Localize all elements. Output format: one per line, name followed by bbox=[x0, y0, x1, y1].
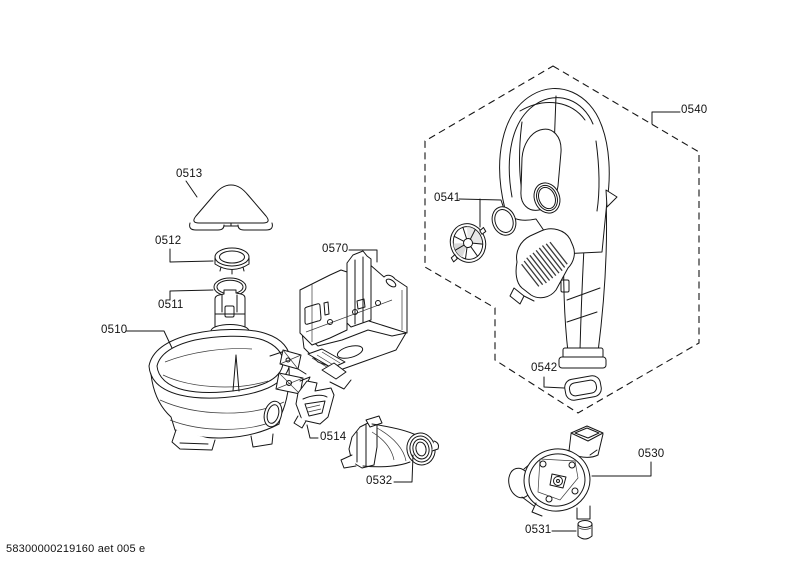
part-0531-plug bbox=[577, 520, 593, 540]
part-0510-sump bbox=[148, 289, 311, 451]
callout-0530[interactable]: 0530 bbox=[638, 448, 665, 460]
callout-0514[interactable]: 0514 bbox=[320, 431, 347, 443]
callout-0541[interactable]: 0541 bbox=[434, 192, 461, 204]
part-0512-collar bbox=[214, 247, 250, 275]
assembly-group-outline bbox=[424, 65, 700, 414]
part-0532-heater bbox=[340, 415, 439, 469]
part-0514-cover bbox=[293, 380, 335, 429]
callout-0512[interactable]: 0512 bbox=[155, 235, 182, 247]
callout-0510[interactable]: 0510 bbox=[101, 324, 128, 336]
callout-0531[interactable]: 0531 bbox=[525, 524, 552, 536]
callout-0532[interactable]: 0532 bbox=[366, 475, 393, 487]
part-0541-oring bbox=[491, 206, 517, 236]
part-0542-gasket bbox=[564, 375, 602, 401]
callout-0511[interactable]: 0511 bbox=[158, 299, 184, 311]
part-0540-duct bbox=[499, 88, 618, 369]
part-0541-impeller bbox=[449, 206, 517, 263]
callout-0542[interactable]: 0542 bbox=[531, 362, 558, 374]
part-0570-bracket bbox=[299, 250, 408, 390]
document-code: 58300000219160 aet 005 e bbox=[6, 543, 146, 555]
leader-lines bbox=[125, 111, 681, 532]
callout-0513[interactable]: 0513 bbox=[176, 168, 203, 180]
part-0530-pump bbox=[508, 425, 604, 520]
callout-0570[interactable]: 0570 bbox=[322, 243, 349, 255]
part-0513-cap bbox=[189, 184, 273, 231]
callout-0540[interactable]: 0540 bbox=[681, 104, 708, 116]
